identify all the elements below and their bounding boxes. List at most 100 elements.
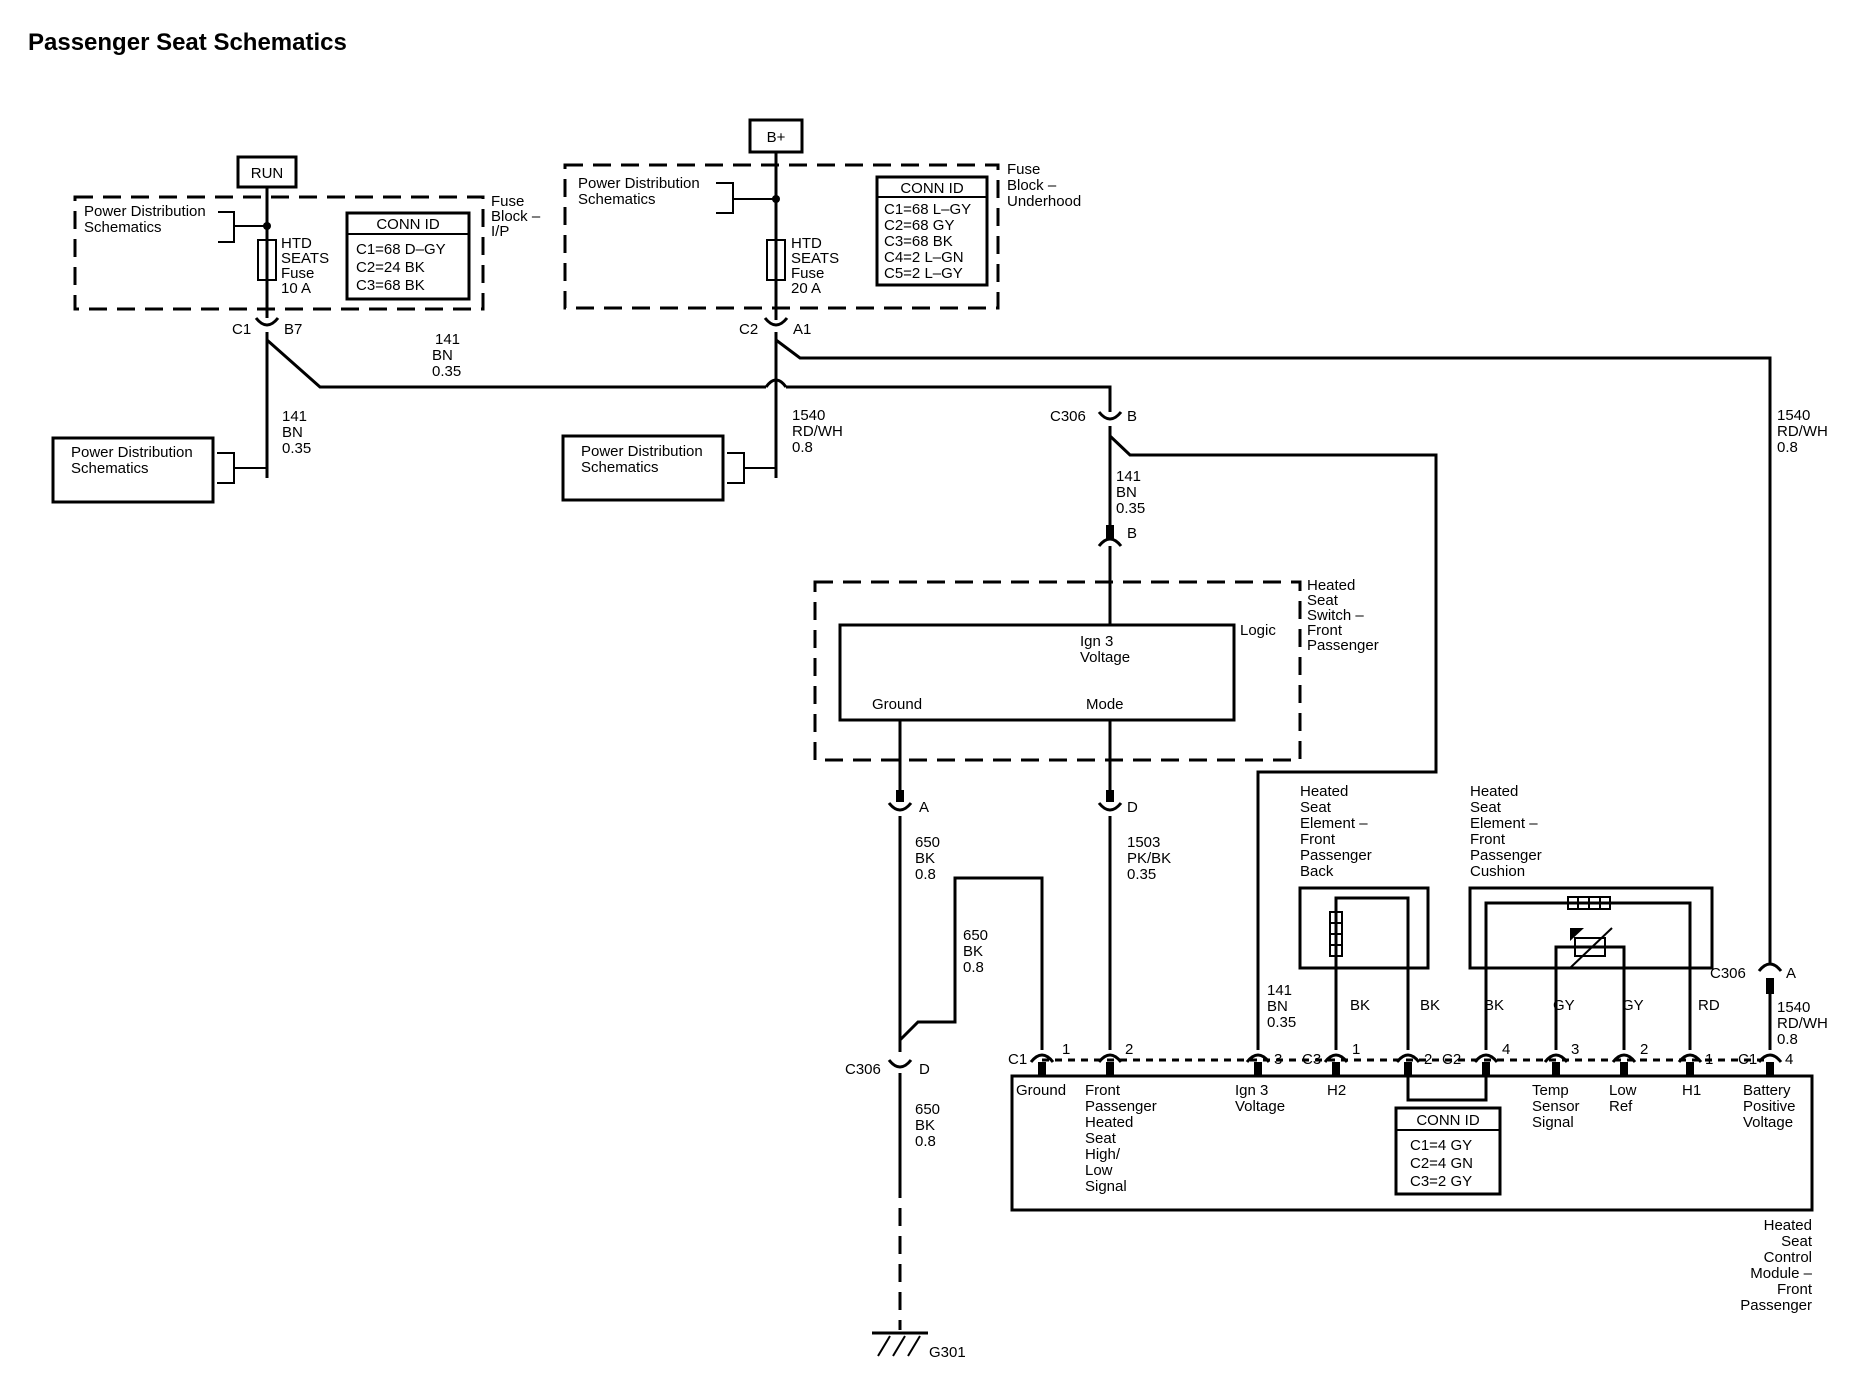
ground-g301-icon <box>872 1331 928 1357</box>
wire-label: BK <box>963 943 983 960</box>
wire-label: 0.35 <box>282 440 311 457</box>
module-term-label: Signal <box>1532 1114 1574 1131</box>
conn-id-row: C3=68 BK <box>356 277 425 294</box>
connector-c1-b7 <box>254 317 280 327</box>
wire-label: 1540 <box>1777 999 1810 1016</box>
bplus-label-box <box>748 118 804 154</box>
fuse-label: Fuse <box>791 265 824 282</box>
logic-label: Logic <box>1240 622 1276 639</box>
component-name: Back <box>1300 863 1334 880</box>
wire-color-label: BK <box>1484 997 1504 1014</box>
connector-label: C1 <box>1008 1051 1027 1068</box>
pin-number: 1 <box>1352 1041 1360 1058</box>
fuse-block-ip: RUN Power Distribution Schematics HTD SE… <box>73 155 541 338</box>
wire-label: 650 <box>915 834 940 851</box>
pd-box-label: Schematics <box>581 459 659 476</box>
wire-label: BN <box>1267 998 1288 1015</box>
component-name: Passenger <box>1307 637 1379 654</box>
pin-number: 3 <box>1571 1041 1579 1058</box>
module-pins <box>1029 1053 1783 1076</box>
connector-switch-d <box>1097 802 1123 812</box>
wire-label: 0.35 <box>432 363 461 380</box>
wire-label: 0.8 <box>915 1133 936 1150</box>
fuse-label: 10 A <box>281 280 311 297</box>
component-name: Heated <box>1470 783 1518 800</box>
wire-label: BK <box>915 850 935 867</box>
fuse-block-name: Block – <box>491 208 541 225</box>
component-name: Front <box>1470 831 1506 848</box>
pin-label: C306 <box>1050 408 1086 425</box>
connector-label: C3 <box>1302 1051 1321 1068</box>
component-name: Control <box>1764 1249 1812 1266</box>
pin-number: 2 <box>1125 1041 1133 1058</box>
wire-color-label: BK <box>1420 997 1440 1014</box>
conn-id-title: CONN ID <box>900 180 964 197</box>
switch-term-label: Ign 3 <box>1080 633 1113 650</box>
module-term-label: Ign 3 <box>1235 1082 1268 1099</box>
conn-id-row: C4=2 L–GN <box>884 249 964 266</box>
conn-id-row: C2=4 GN <box>1410 1155 1473 1172</box>
fuse-label: HTD <box>281 235 312 252</box>
fuse-label: 20 A <box>791 280 821 297</box>
wire-label: 0.8 <box>1777 1031 1798 1048</box>
component-name: Seat <box>1781 1233 1813 1250</box>
heated-seat-element-cushion: Heated Seat Element – Front Passenger Cu… <box>1468 783 1714 1050</box>
pin-label: C2 <box>739 321 758 338</box>
module-term-label: High/ <box>1085 1146 1121 1163</box>
wire-label: 1540 <box>792 407 825 424</box>
connector-switch-a <box>887 802 913 812</box>
wire-label: 0.8 <box>1777 439 1798 456</box>
wire-label: RD/WH <box>792 423 843 440</box>
switch-term-label: Ground <box>872 696 922 713</box>
wire-label: 0.35 <box>1116 500 1145 517</box>
wire-label: RD/WH <box>1777 1015 1828 1032</box>
pd-ref-label: Power Distribution <box>84 203 206 220</box>
cushion-element-box <box>1468 886 1714 970</box>
wire-label: BN <box>432 347 453 364</box>
pin-number: 1 <box>1705 1051 1713 1068</box>
fuse-block-name: Underhood <box>1007 193 1081 210</box>
wire-label: 1540 <box>1777 407 1810 424</box>
module-term-label: Ground <box>1016 1082 1066 1099</box>
wire-label: 0.35 <box>1127 866 1156 883</box>
wire-label: 141 <box>282 408 307 425</box>
wire-label: 650 <box>915 1101 940 1118</box>
heated-seat-switch-outline <box>813 580 1302 762</box>
pin-label: C306 <box>845 1061 881 1078</box>
wire-label: BK <box>915 1117 935 1134</box>
conn-id-row: C5=2 L–GY <box>884 265 963 282</box>
pin-number: 2 <box>1640 1041 1648 1058</box>
wire-color-label: GY <box>1553 997 1575 1014</box>
wire-label: 141 <box>1116 468 1141 485</box>
pin-label: A <box>1786 965 1796 982</box>
pin-label: B7 <box>284 321 302 338</box>
fuse-20a-icon <box>766 239 786 281</box>
component-name: Element – <box>1300 815 1368 832</box>
heated-seat-element-back: Heated Seat Element – Front Passenger Ba… <box>1298 783 1430 1050</box>
pin-number: 1 <box>1062 1041 1070 1058</box>
pd-box-left <box>51 436 215 504</box>
wire-label: 650 <box>963 927 988 944</box>
pd-box-mid <box>561 434 725 502</box>
page-title: Passenger Seat Schematics <box>28 29 347 56</box>
component-name: Heated <box>1764 1217 1812 1234</box>
pin-label: B <box>1127 408 1137 425</box>
pd-box-label: Power Distribution <box>581 443 703 460</box>
fuse-block-underhood: B+ Power Distribution Schematics HTD SEA… <box>563 118 1081 338</box>
module-term-label: Seat <box>1085 1130 1117 1147</box>
ground-label: G301 <box>929 1344 966 1361</box>
wire-label: RD/WH <box>1777 423 1828 440</box>
component-name: Module – <box>1750 1265 1812 1282</box>
conn-id-table <box>345 211 471 301</box>
fuse-block-name: Block – <box>1007 177 1057 194</box>
pin-number: 4 <box>1785 1051 1793 1068</box>
switch-term-label: Voltage <box>1080 649 1130 666</box>
module-term-label: Heated <box>1085 1114 1133 1131</box>
conn-id-table <box>875 175 989 287</box>
pd-box-label: Power Distribution <box>71 444 193 461</box>
run-label: RUN <box>251 165 284 182</box>
wire-label: BN <box>282 424 303 441</box>
component-name: Passenger <box>1300 847 1372 864</box>
wire-label: PK/BK <box>1127 850 1171 867</box>
